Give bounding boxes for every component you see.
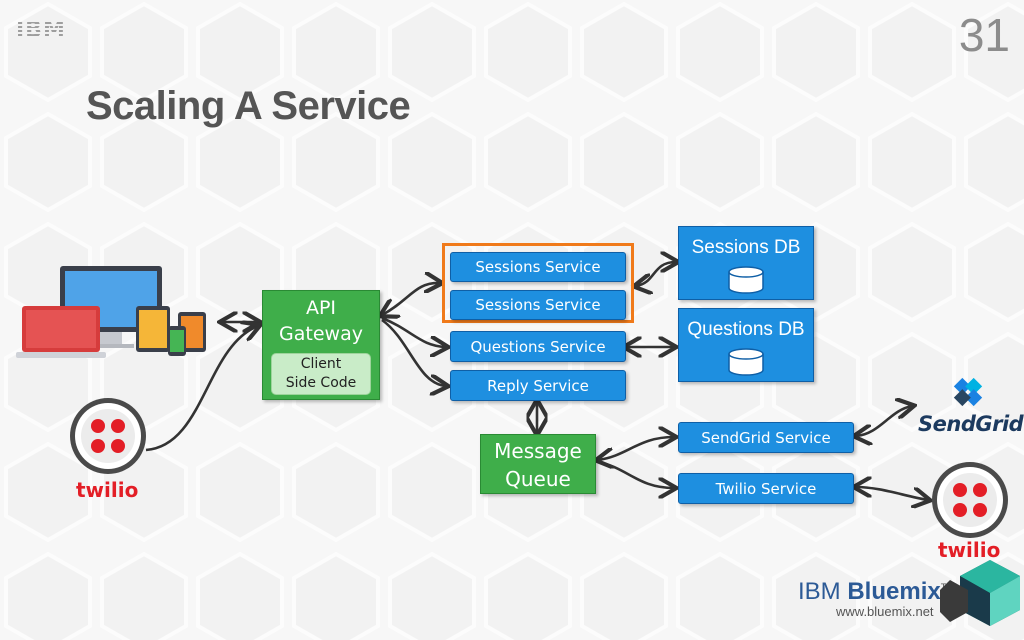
slide-number: 31	[958, 9, 1010, 61]
arrow-gateway-sessions	[382, 283, 440, 315]
bluemix-ibm: IBM	[798, 578, 841, 605]
arrow-sessions-db	[636, 262, 676, 286]
twilio-service: Twilio Service	[678, 473, 854, 504]
sessions-db-label: Sessions DB	[691, 237, 801, 258]
reply-service: Reply Service	[450, 370, 626, 401]
sendgrid-wordmark: SendGrid	[918, 412, 1024, 436]
slide-title: Scaling A Service	[86, 84, 411, 128]
ibm-logo: IBM	[16, 18, 66, 43]
arrow-gateway-questions	[381, 316, 446, 347]
twilio-wordmark-right: twilio	[938, 538, 1001, 562]
client-side-code: Client Side Code	[271, 353, 371, 395]
twilio-wordmark-left: twilio	[76, 478, 139, 502]
bluemix-name: Bluemix	[847, 578, 941, 605]
sessions-service-1: Sessions Service	[450, 252, 626, 282]
sessions-db: Sessions DB	[678, 226, 814, 300]
arrow-queue-sendgrid	[598, 437, 674, 460]
gateway-title-line1: API	[305, 297, 337, 319]
bluemix-url: www.bluemix.net	[836, 604, 934, 619]
arrow-twilio-logo	[856, 487, 928, 500]
arrow-sendgrid-logo	[856, 406, 912, 436]
arrow-queue-twilio	[597, 460, 674, 488]
arrow-twilio-gateway	[145, 326, 258, 452]
sendgrid-service: SendGrid Service	[678, 422, 854, 453]
api-gateway: API Gateway Client Side Code	[262, 290, 380, 400]
client-line2: Side Code	[285, 375, 357, 391]
bluemix-brand: IBM BluemixTM	[798, 578, 954, 606]
arrow-gateway-reply	[381, 318, 446, 386]
database-icon	[728, 266, 764, 294]
message-queue: Message Queue	[480, 434, 596, 494]
questions-service: Questions Service	[450, 331, 626, 362]
questions-db: Questions DB	[678, 308, 814, 382]
mq-line2: Queue	[505, 467, 571, 491]
scaling-highlight	[442, 243, 634, 323]
gateway-title-line2: Gateway	[279, 323, 363, 345]
mq-line1: Message	[494, 439, 582, 463]
database-icon	[728, 348, 764, 376]
client-line1: Client	[300, 356, 342, 372]
questions-db-label: Questions DB	[687, 319, 805, 340]
sessions-service-2: Sessions Service	[450, 290, 626, 320]
